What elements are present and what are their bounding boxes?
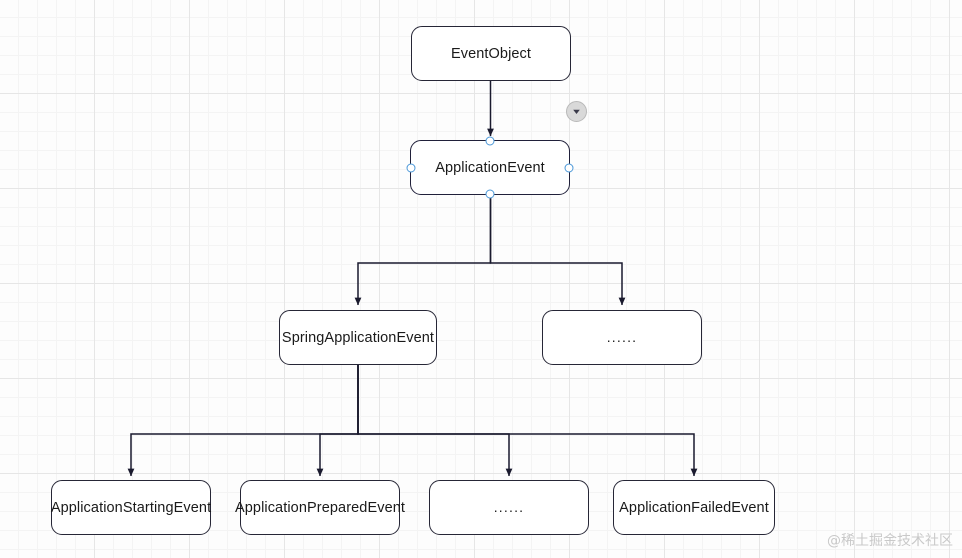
node-application-starting-event[interactable]: ApplicationStartingEvent	[51, 480, 211, 535]
node-more-events-bottom[interactable]: ......	[429, 480, 589, 535]
chevron-down-icon[interactable]	[566, 101, 587, 122]
node-label: EventObject	[450, 45, 532, 62]
connector-edge-applicationevent-springapplicationevent[interactable]	[354, 195, 492, 306]
node-label: ApplicationStartingEvent	[50, 499, 212, 516]
node-label: ......	[493, 498, 525, 515]
connection-handle-bottom[interactable]	[485, 189, 495, 199]
connection-handle-right[interactable]	[564, 163, 574, 172]
node-event-object[interactable]: EventObject	[411, 26, 571, 81]
node-label: ApplicationPreparedEvent	[234, 499, 406, 516]
node-spring-application-event[interactable]: SpringApplicationEvent	[279, 310, 437, 365]
node-label: ......	[606, 328, 638, 345]
connection-handle-left[interactable]	[406, 163, 416, 172]
connector-edge-applicationevent-more-middle[interactable]	[489, 195, 626, 306]
node-label: ApplicationFailedEvent	[619, 499, 769, 516]
connector-edge-spring-more[interactable]	[357, 365, 513, 477]
connection-handle-top[interactable]	[485, 136, 495, 146]
node-application-event[interactable]: ApplicationEvent	[406, 101, 587, 199]
node-application-failed-event[interactable]: ApplicationFailedEvent	[613, 480, 775, 535]
node-label: SpringApplicationEvent	[281, 329, 435, 346]
connector-edge-spring-failed[interactable]	[357, 365, 698, 477]
node-more-events-middle[interactable]: ......	[542, 310, 702, 365]
node-label: ApplicationEvent	[435, 159, 545, 176]
node-application-prepared-event[interactable]: ApplicationPreparedEvent	[235, 480, 405, 535]
connector-edge-spring-starting[interactable]	[127, 365, 359, 477]
connector-edge-spring-prepared[interactable]	[316, 365, 359, 477]
watermark: @稀土掘金技术社区	[827, 533, 953, 549]
